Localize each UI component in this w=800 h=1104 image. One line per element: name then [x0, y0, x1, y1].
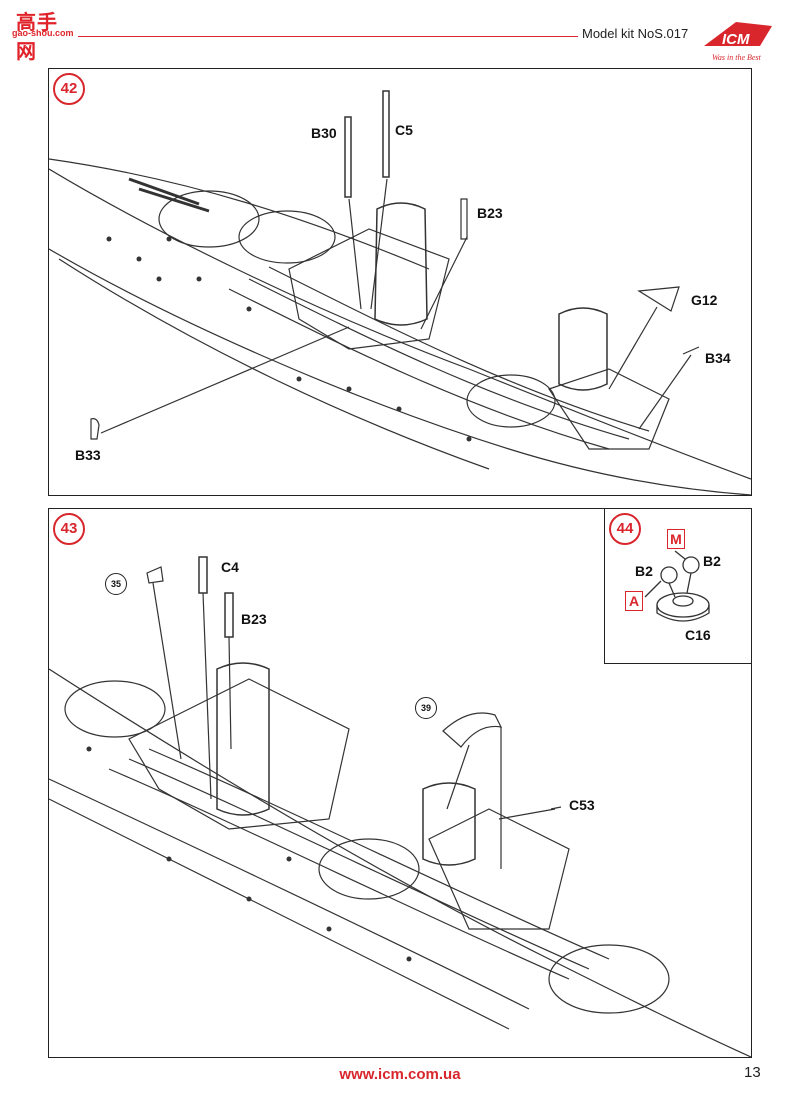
page-number: 13 — [744, 1064, 761, 1081]
step-ref-39: 39 — [415, 697, 437, 719]
footer-url: www.icm.com.ua — [339, 1066, 461, 1083]
step-44-illustration — [644, 550, 710, 622]
part-label-c16: C16 — [685, 627, 711, 643]
logo-tagline: Was in the Best — [712, 53, 762, 62]
part-label-b23: B23 — [477, 205, 503, 221]
part-label-c5: C5 — [395, 122, 413, 138]
step-ref-35: 35 — [105, 573, 127, 595]
part-label-c4: C4 — [221, 559, 239, 575]
part-label-b30: B30 — [311, 125, 337, 141]
part-label-g12: G12 — [691, 292, 718, 308]
part-label-b33: B33 — [75, 447, 101, 463]
part-label-b34: B34 — [705, 350, 731, 366]
step-43-badge: 43 — [53, 513, 85, 545]
model-kit-number: Model kit NoS.017 — [582, 26, 689, 41]
step-44-badge: 44 — [609, 513, 641, 545]
step-42-panel: 42 B30 C5 B23 G12 B34 B33 — [48, 68, 752, 496]
step-44-panel: 44 M A B2 B2 C16 — [604, 508, 752, 664]
step-43-illustration — [49, 556, 751, 1057]
part-label-b2-right: B2 — [703, 553, 721, 569]
logo-text: ICM — [722, 31, 750, 48]
watermark-subtext: gao-shou.com — [12, 28, 74, 38]
part-label-c53: C53 — [569, 797, 595, 813]
header-rule — [78, 36, 578, 37]
part-label-b23: B23 — [241, 611, 267, 627]
part-label-b2-left: B2 — [635, 563, 653, 579]
box-label-m: M — [667, 529, 685, 549]
icm-logo: ICM Was in the Best — [700, 16, 782, 64]
box-label-a: A — [625, 591, 643, 611]
watermark-logo: 高手网 gao-shou.com — [6, 4, 76, 63]
watermark-text: 高手网 — [16, 12, 58, 63]
step-42-badge: 42 — [53, 73, 85, 105]
step-42-illustration — [49, 90, 751, 495]
